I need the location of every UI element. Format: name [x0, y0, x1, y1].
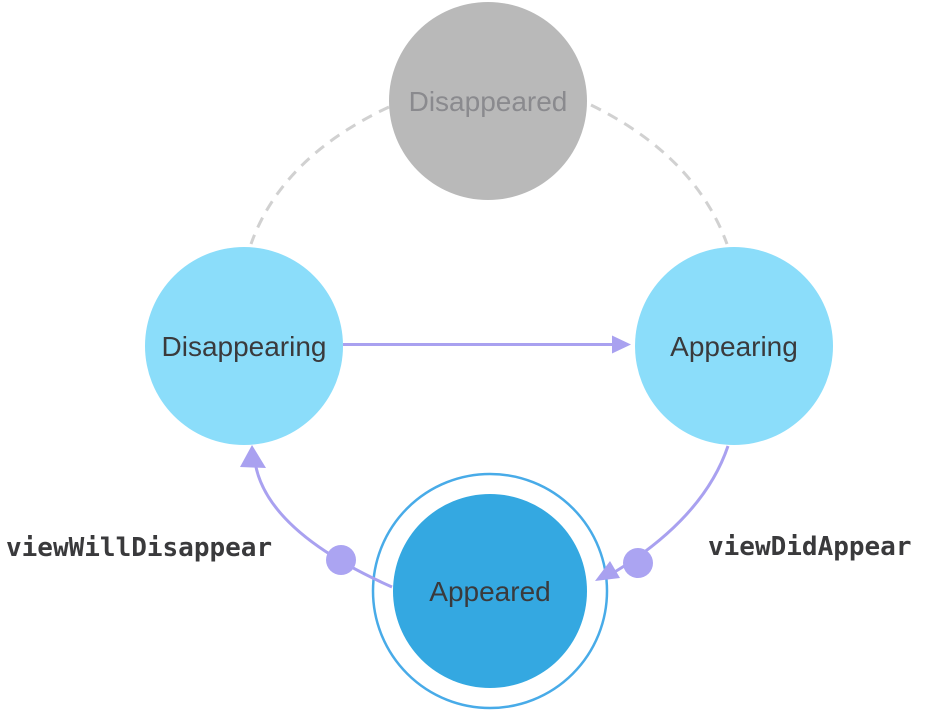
dashed-arc-disappeared-appearing [590, 103, 729, 245]
waypoint-dot-viewwilldisappear [326, 545, 356, 575]
appeared-highlight-ring [371, 472, 609, 710]
annotation-viewwilldisappear: viewWillDisappear [6, 533, 272, 563]
dashed-arc-disappeared-disappearing [249, 105, 390, 245]
node-label-disappearing: Disappearing [162, 331, 327, 362]
annotation-viewdidappear: viewDidAppear [708, 532, 912, 562]
node-label-appearing: Appearing [670, 331, 798, 362]
node-appearing [635, 247, 833, 445]
node-label-disappeared: Disappeared [409, 86, 568, 117]
node-disappearing [145, 247, 343, 445]
node-label-appeared: Appeared [429, 576, 550, 607]
arrowhead-appearing-appeared [595, 561, 620, 581]
node-disappeared [389, 2, 587, 200]
arrow-appeared-disappearing [252, 451, 393, 589]
arrowhead-appeared-disappearing [240, 445, 266, 468]
arrowhead-disappearing-appearing [612, 335, 631, 354]
waypoint-dot-viewdidappear [623, 548, 653, 578]
node-appeared [393, 494, 587, 688]
